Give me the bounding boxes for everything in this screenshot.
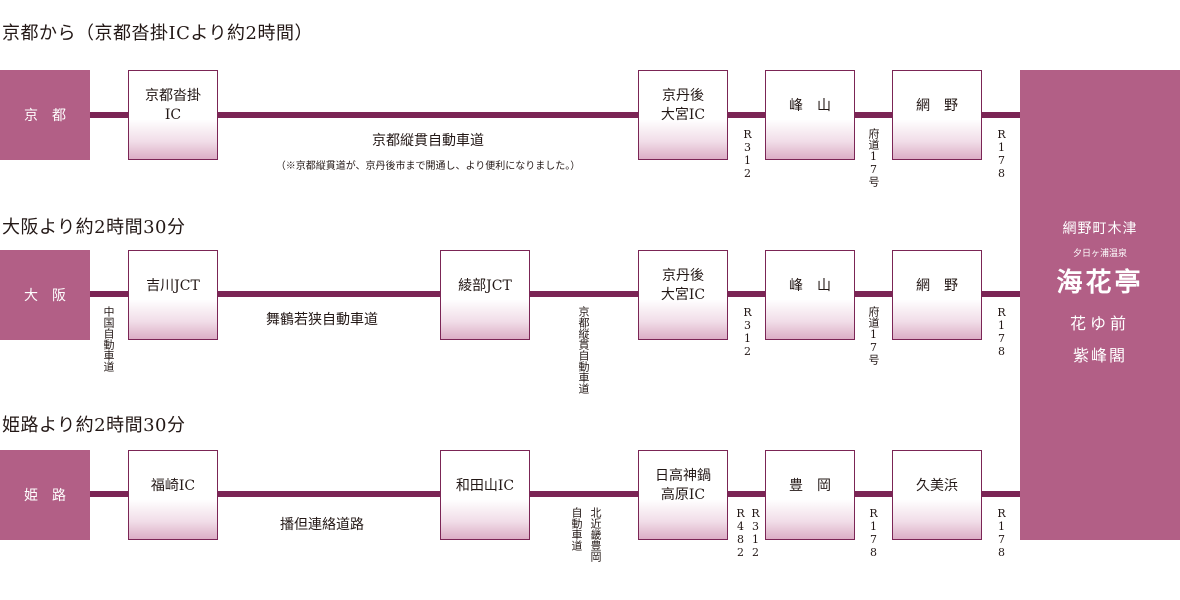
origin-kyoto: 京都: [0, 70, 90, 160]
destination-sub-logo-2: 紫峰閣: [1072, 346, 1127, 365]
destination-panel: 網野町木津 夕日ヶ浦温泉 海花亭 花ゆ前 紫峰閣: [1020, 70, 1180, 540]
node-fukusaki-ic: 福崎IC: [128, 450, 218, 540]
route-heading-osaka: 大阪より約2時間30分: [2, 217, 186, 238]
segment-label-r178: R178: [995, 128, 1008, 180]
destination-inn-logo: 海花亭: [1056, 268, 1144, 298]
node-kumihama: 久美浜: [892, 450, 982, 540]
segment-label-r178: R178: [995, 507, 1008, 559]
destination-onsen: 夕日ヶ浦温泉: [1072, 249, 1127, 259]
segment-label-r312: R312: [749, 507, 762, 559]
node-wadayama-ic: 和田山IC: [440, 450, 530, 540]
node-mineyama: 峰 山: [765, 250, 855, 340]
node-ayabe-jct: 綾部JCT: [440, 250, 530, 340]
node-yokawa-jct: 吉川JCT: [128, 250, 218, 340]
segment-label-r178: R178: [867, 507, 880, 559]
segment-label-r482: R482: [734, 507, 747, 559]
destination-sub-logo-1: 花ゆ前: [1069, 314, 1130, 333]
route-heading-himeji: 姫路より約2時間30分: [2, 415, 186, 436]
node-hidaka-kannabe-kogen-ic: 日高神鍋 高原IC: [638, 450, 728, 540]
route-line-himeji: [90, 491, 1020, 497]
route-heading-kyoto: 京都から（京都沓掛ICより約2時間）: [2, 23, 313, 44]
route-line-osaka: [90, 291, 1020, 297]
segment-label-chugoku-expressway: 中国自動車道: [102, 306, 115, 372]
destination-town: 網野町木津: [1062, 221, 1138, 237]
origin-himeji: 姫路: [0, 450, 90, 540]
segment-label-r178: R178: [995, 306, 1008, 358]
node-kyotango-omiya-ic: 京丹後 大宮IC: [638, 70, 728, 160]
node-toyooka: 豊 岡: [765, 450, 855, 540]
road-name-maizuru-wakasa: 舞鶴若狭自動車道: [266, 312, 378, 328]
road-name-kyoto-jukan: 京都縦貫自動車道: [372, 133, 484, 149]
node-kyoto-kutsukake-ic: 京都沓掛 IC: [128, 70, 218, 160]
segment-label-prefectural-17: 府道17号: [867, 306, 880, 365]
node-amino: 網 野: [892, 70, 982, 160]
segment-label-kitakinki-toyooka-2: 自動車道: [570, 507, 583, 551]
segment-label-kitakinki-toyooka-1: 北近畿豊岡: [589, 507, 602, 562]
route-line-kyoto: [90, 112, 1020, 118]
segment-label-prefectural-17: 府道17号: [867, 128, 880, 187]
road-note-kyoto-jukan: （※京都縦貫道が、京丹後市まで開通し、より便利になりました。）: [275, 161, 581, 172]
segment-label-r312: R312: [741, 128, 754, 180]
origin-osaka: 大阪: [0, 250, 90, 340]
node-kyotango-omiya-ic: 京丹後 大宮IC: [638, 250, 728, 340]
segment-label-kyoto-jukan: 京都縦貫自動車道: [577, 306, 590, 394]
node-amino: 網 野: [892, 250, 982, 340]
road-name-bantan: 播但連絡道路: [280, 517, 364, 533]
segment-label-r312: R312: [741, 306, 754, 358]
node-mineyama: 峰 山: [765, 70, 855, 160]
